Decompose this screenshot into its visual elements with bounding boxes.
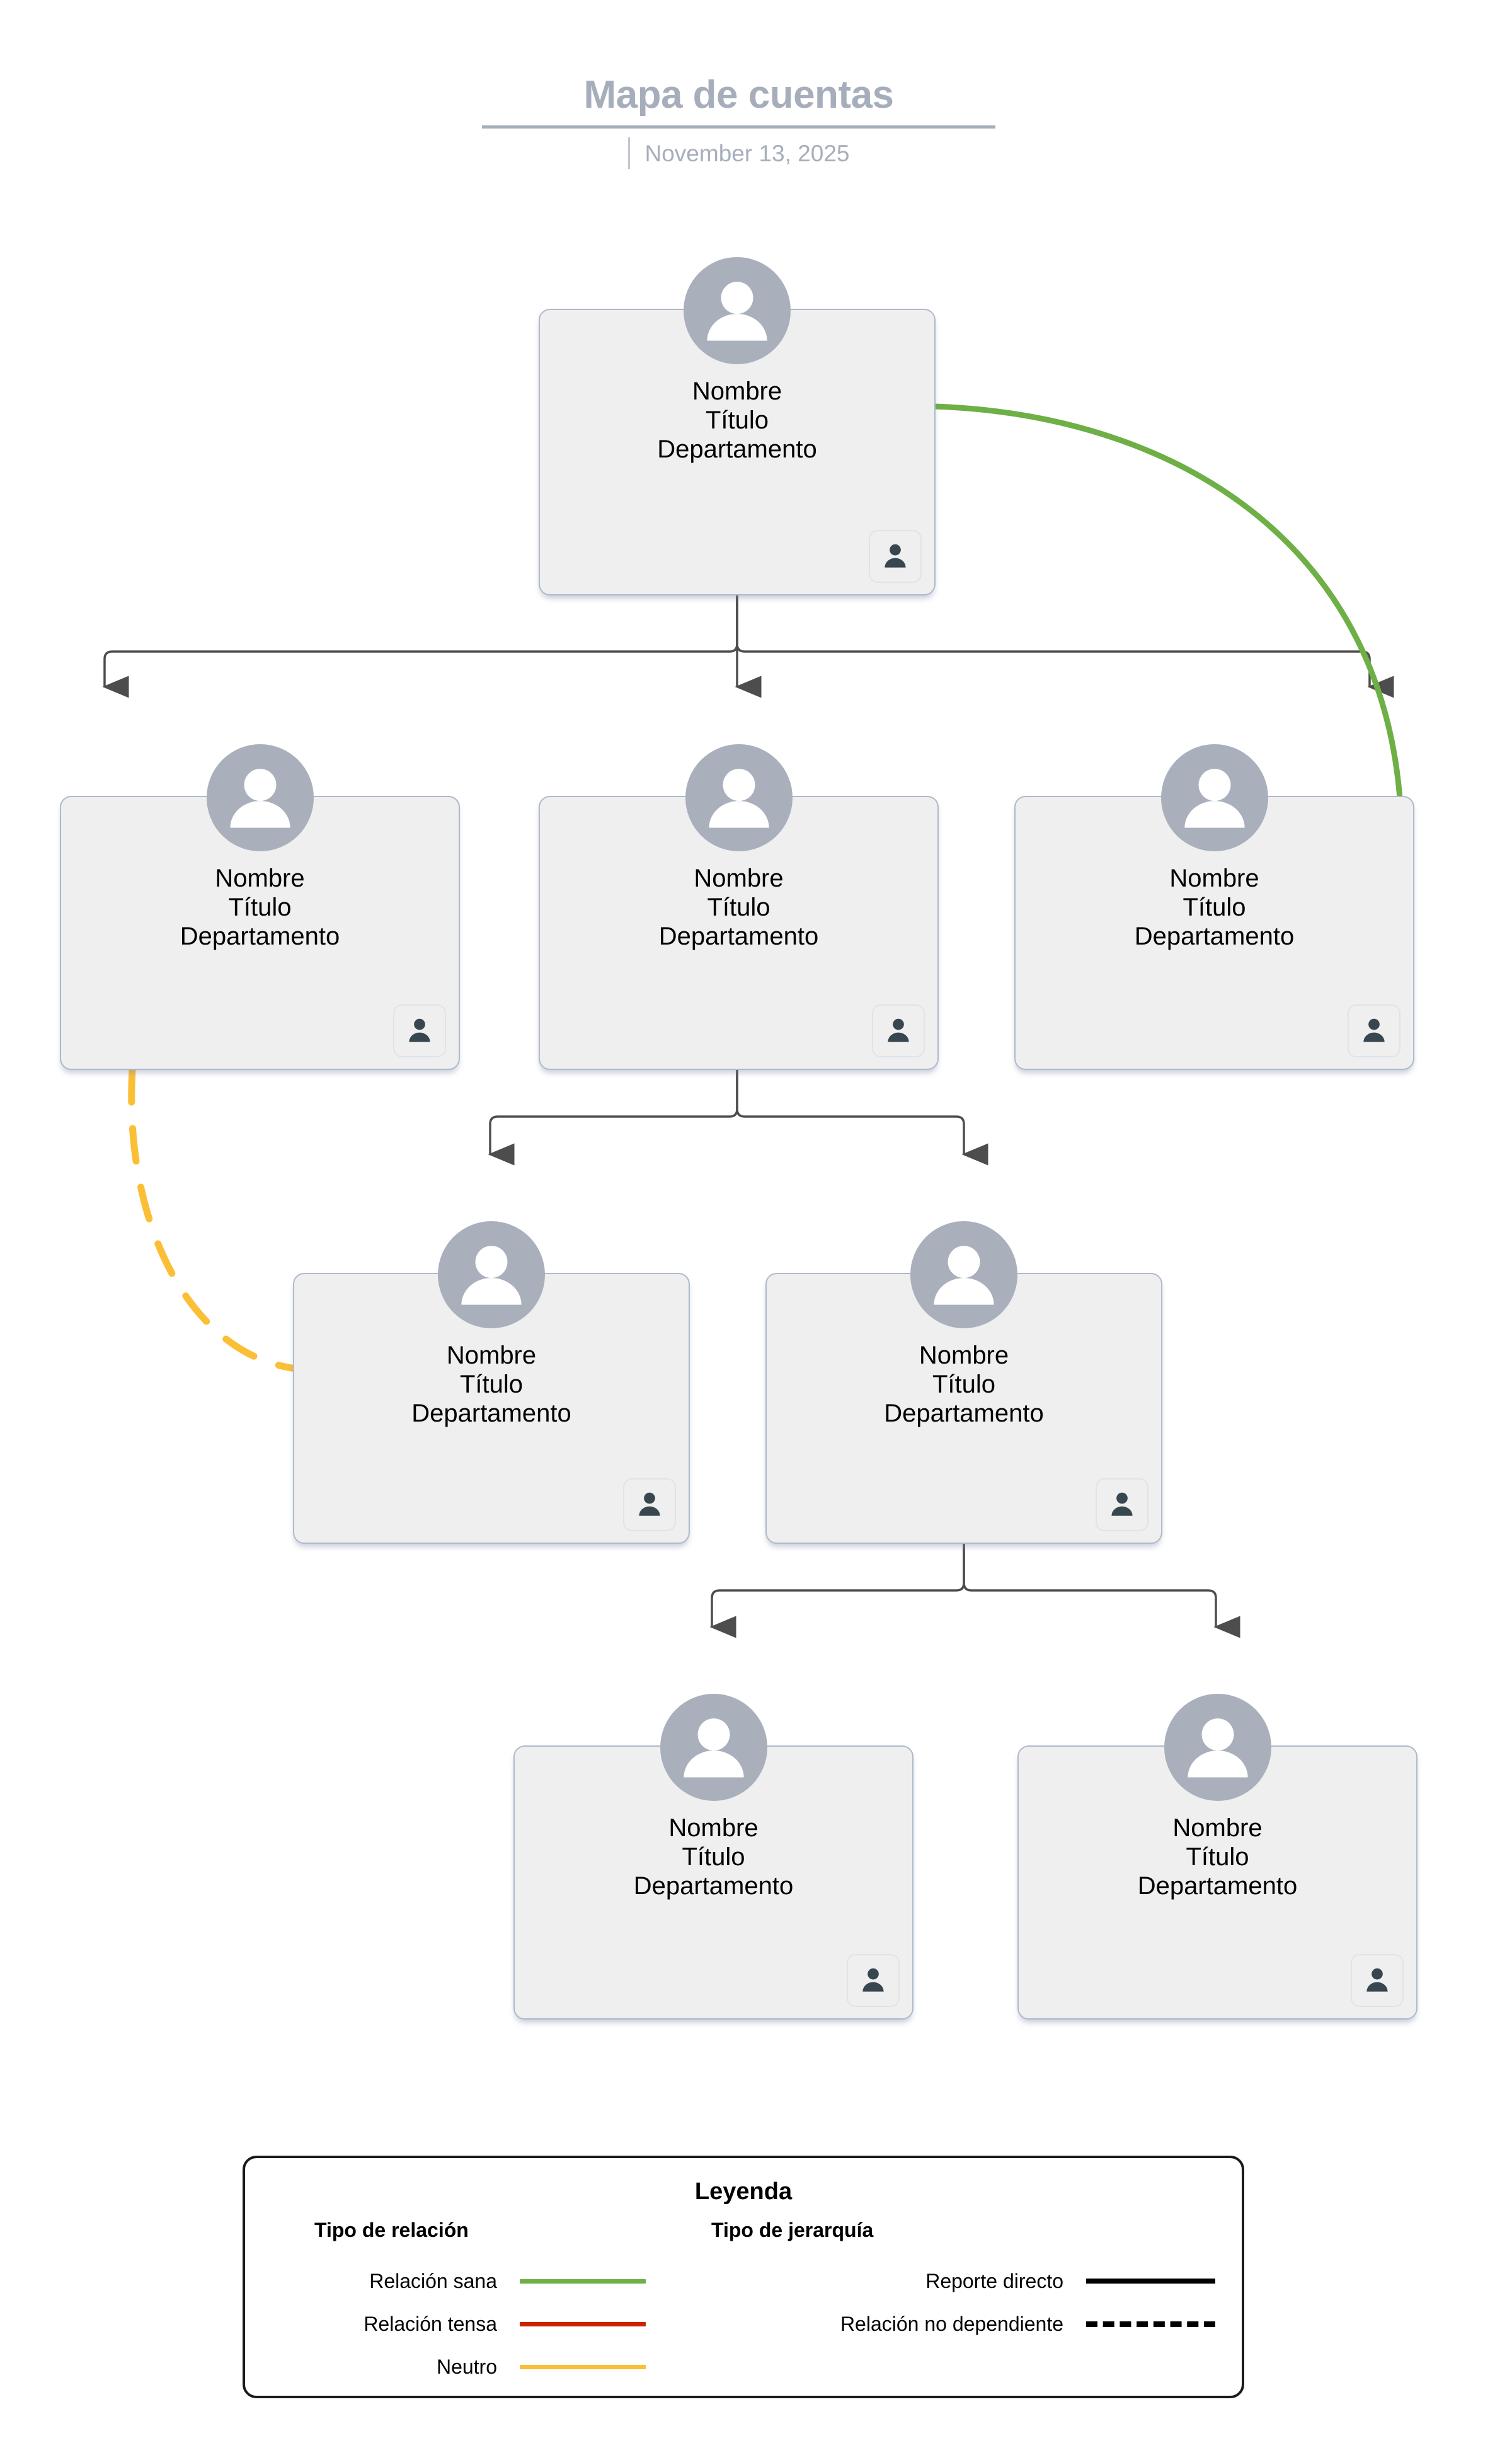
node-name: Nombre — [215, 865, 305, 892]
date-row: November 13, 2025 — [482, 137, 995, 169]
legend-swatch-dashed-line — [1086, 2321, 1215, 2327]
avatar — [1164, 1694, 1271, 1801]
legend-label: Relación tensa — [364, 2312, 497, 2335]
legend-swatch-yellow — [520, 2364, 646, 2369]
node-title: Título — [1186, 1843, 1249, 1871]
org-node-n1[interactable]: Nombre Título Departamento — [539, 257, 936, 595]
node-text: Nombre Título Departamento — [765, 1341, 1162, 1428]
legend-item-relacion-no-dependiente: Relación no dependiente — [705, 2302, 1215, 2345]
org-node-n3[interactable]: Nombre Título Departamento — [539, 744, 939, 1070]
legend-heading-hierarchy: Tipo de jerarquía — [711, 2219, 874, 2241]
legend-item-relacion-sana: Relación sana — [277, 2260, 705, 2302]
date-label: November 13, 2025 — [644, 140, 850, 166]
avatar — [1160, 744, 1268, 851]
legend-column-hierarchy: Tipo de jerarquía Reporte directo Relaci… — [705, 2219, 1215, 2345]
person-badge-icon[interactable] — [1096, 1478, 1148, 1531]
connector-level3-to-level4 — [709, 1543, 1240, 1638]
node-department: Departamento — [180, 923, 340, 950]
node-department: Departamento — [633, 1872, 794, 1900]
legend-label: Relación no dependiente — [840, 2312, 1063, 2335]
legend-label: Reporte directo — [925, 2269, 1063, 2292]
date-tick-mark — [627, 137, 630, 169]
node-name: Nombre — [1169, 865, 1259, 892]
person-badge-icon[interactable] — [872, 1004, 925, 1057]
legend-swatch-red — [520, 2321, 646, 2326]
person-badge-icon[interactable] — [393, 1004, 446, 1057]
node-text: Nombre Título Departamento — [60, 864, 460, 951]
org-node-n6[interactable]: Nombre Título Departamento — [765, 1221, 1162, 1544]
node-name: Nombre — [1172, 1814, 1263, 1842]
relation-line-neutral — [128, 1066, 300, 1372]
legend-swatch-solid-line — [1086, 2279, 1215, 2284]
node-text: Nombre Título Departamento — [539, 377, 936, 464]
node-department: Departamento — [1134, 923, 1295, 950]
avatar — [438, 1221, 545, 1328]
node-title: Título — [707, 894, 770, 921]
legend-item-relacion-tensa: Relación tensa — [277, 2302, 705, 2345]
legend-column-relationship: Tipo de relación Relación sana Relación … — [277, 2219, 705, 2388]
connector-level2-to-level3 — [488, 1069, 988, 1166]
legend-heading-relationship: Tipo de relación — [314, 2219, 469, 2241]
avatar — [685, 744, 793, 851]
org-node-n7[interactable]: Nombre Título Departamento — [513, 1694, 914, 2020]
node-department: Departamento — [1137, 1872, 1298, 1900]
org-node-n4[interactable]: Nombre Título Departamento — [1014, 744, 1414, 1070]
avatar — [206, 744, 314, 851]
connector-root-to-level2 — [102, 595, 1394, 698]
person-badge-icon[interactable] — [1348, 1004, 1400, 1057]
legend-label: Relación sana — [369, 2269, 497, 2292]
person-badge-icon[interactable] — [847, 1954, 900, 2007]
node-title: Título — [932, 1371, 996, 1398]
node-text: Nombre Título Departamento — [513, 1813, 914, 1900]
node-department: Departamento — [657, 435, 817, 463]
node-name: Nombre — [668, 1814, 759, 1842]
legend-label: Neutro — [436, 2355, 497, 2378]
legend-panel: Leyenda Tipo de relación Relación sana R… — [243, 2156, 1244, 2398]
node-text: Nombre Título Departamento — [539, 864, 939, 951]
person-badge-icon[interactable] — [1351, 1954, 1404, 2007]
node-name: Nombre — [446, 1342, 537, 1369]
node-department: Departamento — [411, 1400, 571, 1427]
title-divider — [482, 125, 995, 129]
node-name: Nombre — [694, 865, 784, 892]
node-name: Nombre — [692, 377, 782, 405]
org-node-n8[interactable]: Nombre Título Departamento — [1017, 1694, 1418, 2020]
legend-item-reporte-directo: Reporte directo — [705, 2260, 1215, 2302]
legend-title: Leyenda — [694, 2178, 793, 2205]
org-node-n2[interactable]: Nombre Título Departamento — [60, 744, 460, 1070]
avatar — [684, 257, 791, 364]
page-header: Mapa de cuentas November 13, 2025 — [0, 0, 1512, 189]
legend-swatch-green — [520, 2279, 646, 2284]
person-badge-icon[interactable] — [623, 1478, 676, 1531]
person-badge-icon[interactable] — [869, 530, 922, 583]
avatar — [910, 1221, 1017, 1328]
node-title: Título — [682, 1843, 745, 1871]
node-title: Título — [705, 406, 769, 434]
node-title: Título — [1183, 894, 1246, 921]
org-node-n5[interactable]: Nombre Título Departamento — [293, 1221, 690, 1544]
avatar — [660, 1694, 767, 1801]
legend-item-neutro: Neutro — [277, 2345, 705, 2388]
node-text: Nombre Título Departamento — [293, 1341, 690, 1428]
node-department: Departamento — [884, 1400, 1044, 1427]
node-text: Nombre Título Departamento — [1017, 1813, 1418, 1900]
node-name: Nombre — [919, 1342, 1009, 1369]
page-title: Mapa de cuentas — [583, 73, 894, 117]
node-department: Departamento — [658, 923, 819, 950]
node-title: Título — [459, 1371, 524, 1398]
node-title: Título — [228, 894, 292, 921]
node-text: Nombre Título Departamento — [1014, 864, 1414, 951]
